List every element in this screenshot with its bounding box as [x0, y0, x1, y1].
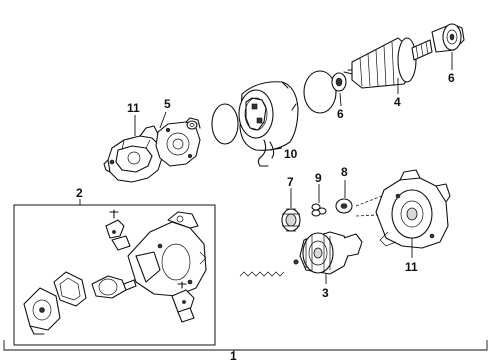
- terminal-bolt-bottom: [171, 281, 195, 323]
- callout-8: 8: [341, 165, 348, 179]
- callout-2: 2: [76, 186, 83, 200]
- rollers-9: [311, 203, 327, 217]
- plunger: [91, 275, 137, 299]
- callout-6-center: 6: [337, 107, 344, 121]
- callout-6-right: 6: [448, 71, 455, 85]
- solenoid-housing: [127, 211, 207, 297]
- retainer-8: [335, 198, 353, 214]
- assembly-bracket-line: [3, 340, 488, 351]
- callout-3: 3: [322, 286, 329, 300]
- callout-10: 10: [284, 147, 298, 161]
- terminal-bolt-top: [105, 209, 131, 251]
- callout-9: 9: [315, 171, 322, 185]
- leader-5: [159, 111, 167, 129]
- callout-11-left: 11: [127, 101, 140, 115]
- clutch-pinion-3: [299, 231, 363, 275]
- small-bearing-5: [186, 120, 198, 130]
- gasket: [53, 271, 87, 307]
- armature-bearing-6: [331, 72, 347, 92]
- spring-and-ball: [239, 259, 299, 277]
- bearing-6-right: [431, 23, 465, 53]
- o-ring-left: [211, 103, 239, 145]
- drive-housing-left: [103, 125, 163, 183]
- solenoid-inset-box: [13, 204, 216, 346]
- callout-7: 7: [287, 175, 294, 189]
- solenoid-cover: [23, 287, 61, 335]
- callout-11-right: 11: [405, 260, 418, 274]
- callout-4: 4: [394, 95, 401, 109]
- callout-5: 5: [164, 97, 171, 111]
- leader-10: [269, 147, 283, 151]
- armature-4: [343, 37, 433, 89]
- o-ring-right: [303, 70, 337, 114]
- field-frame-10: [238, 81, 299, 167]
- callout-1: 1: [230, 349, 237, 360]
- leader-6-center: [339, 92, 342, 107]
- idler-gear-7: [281, 208, 301, 232]
- end-frame-5: [155, 117, 201, 167]
- starter-housing-11: [375, 169, 451, 249]
